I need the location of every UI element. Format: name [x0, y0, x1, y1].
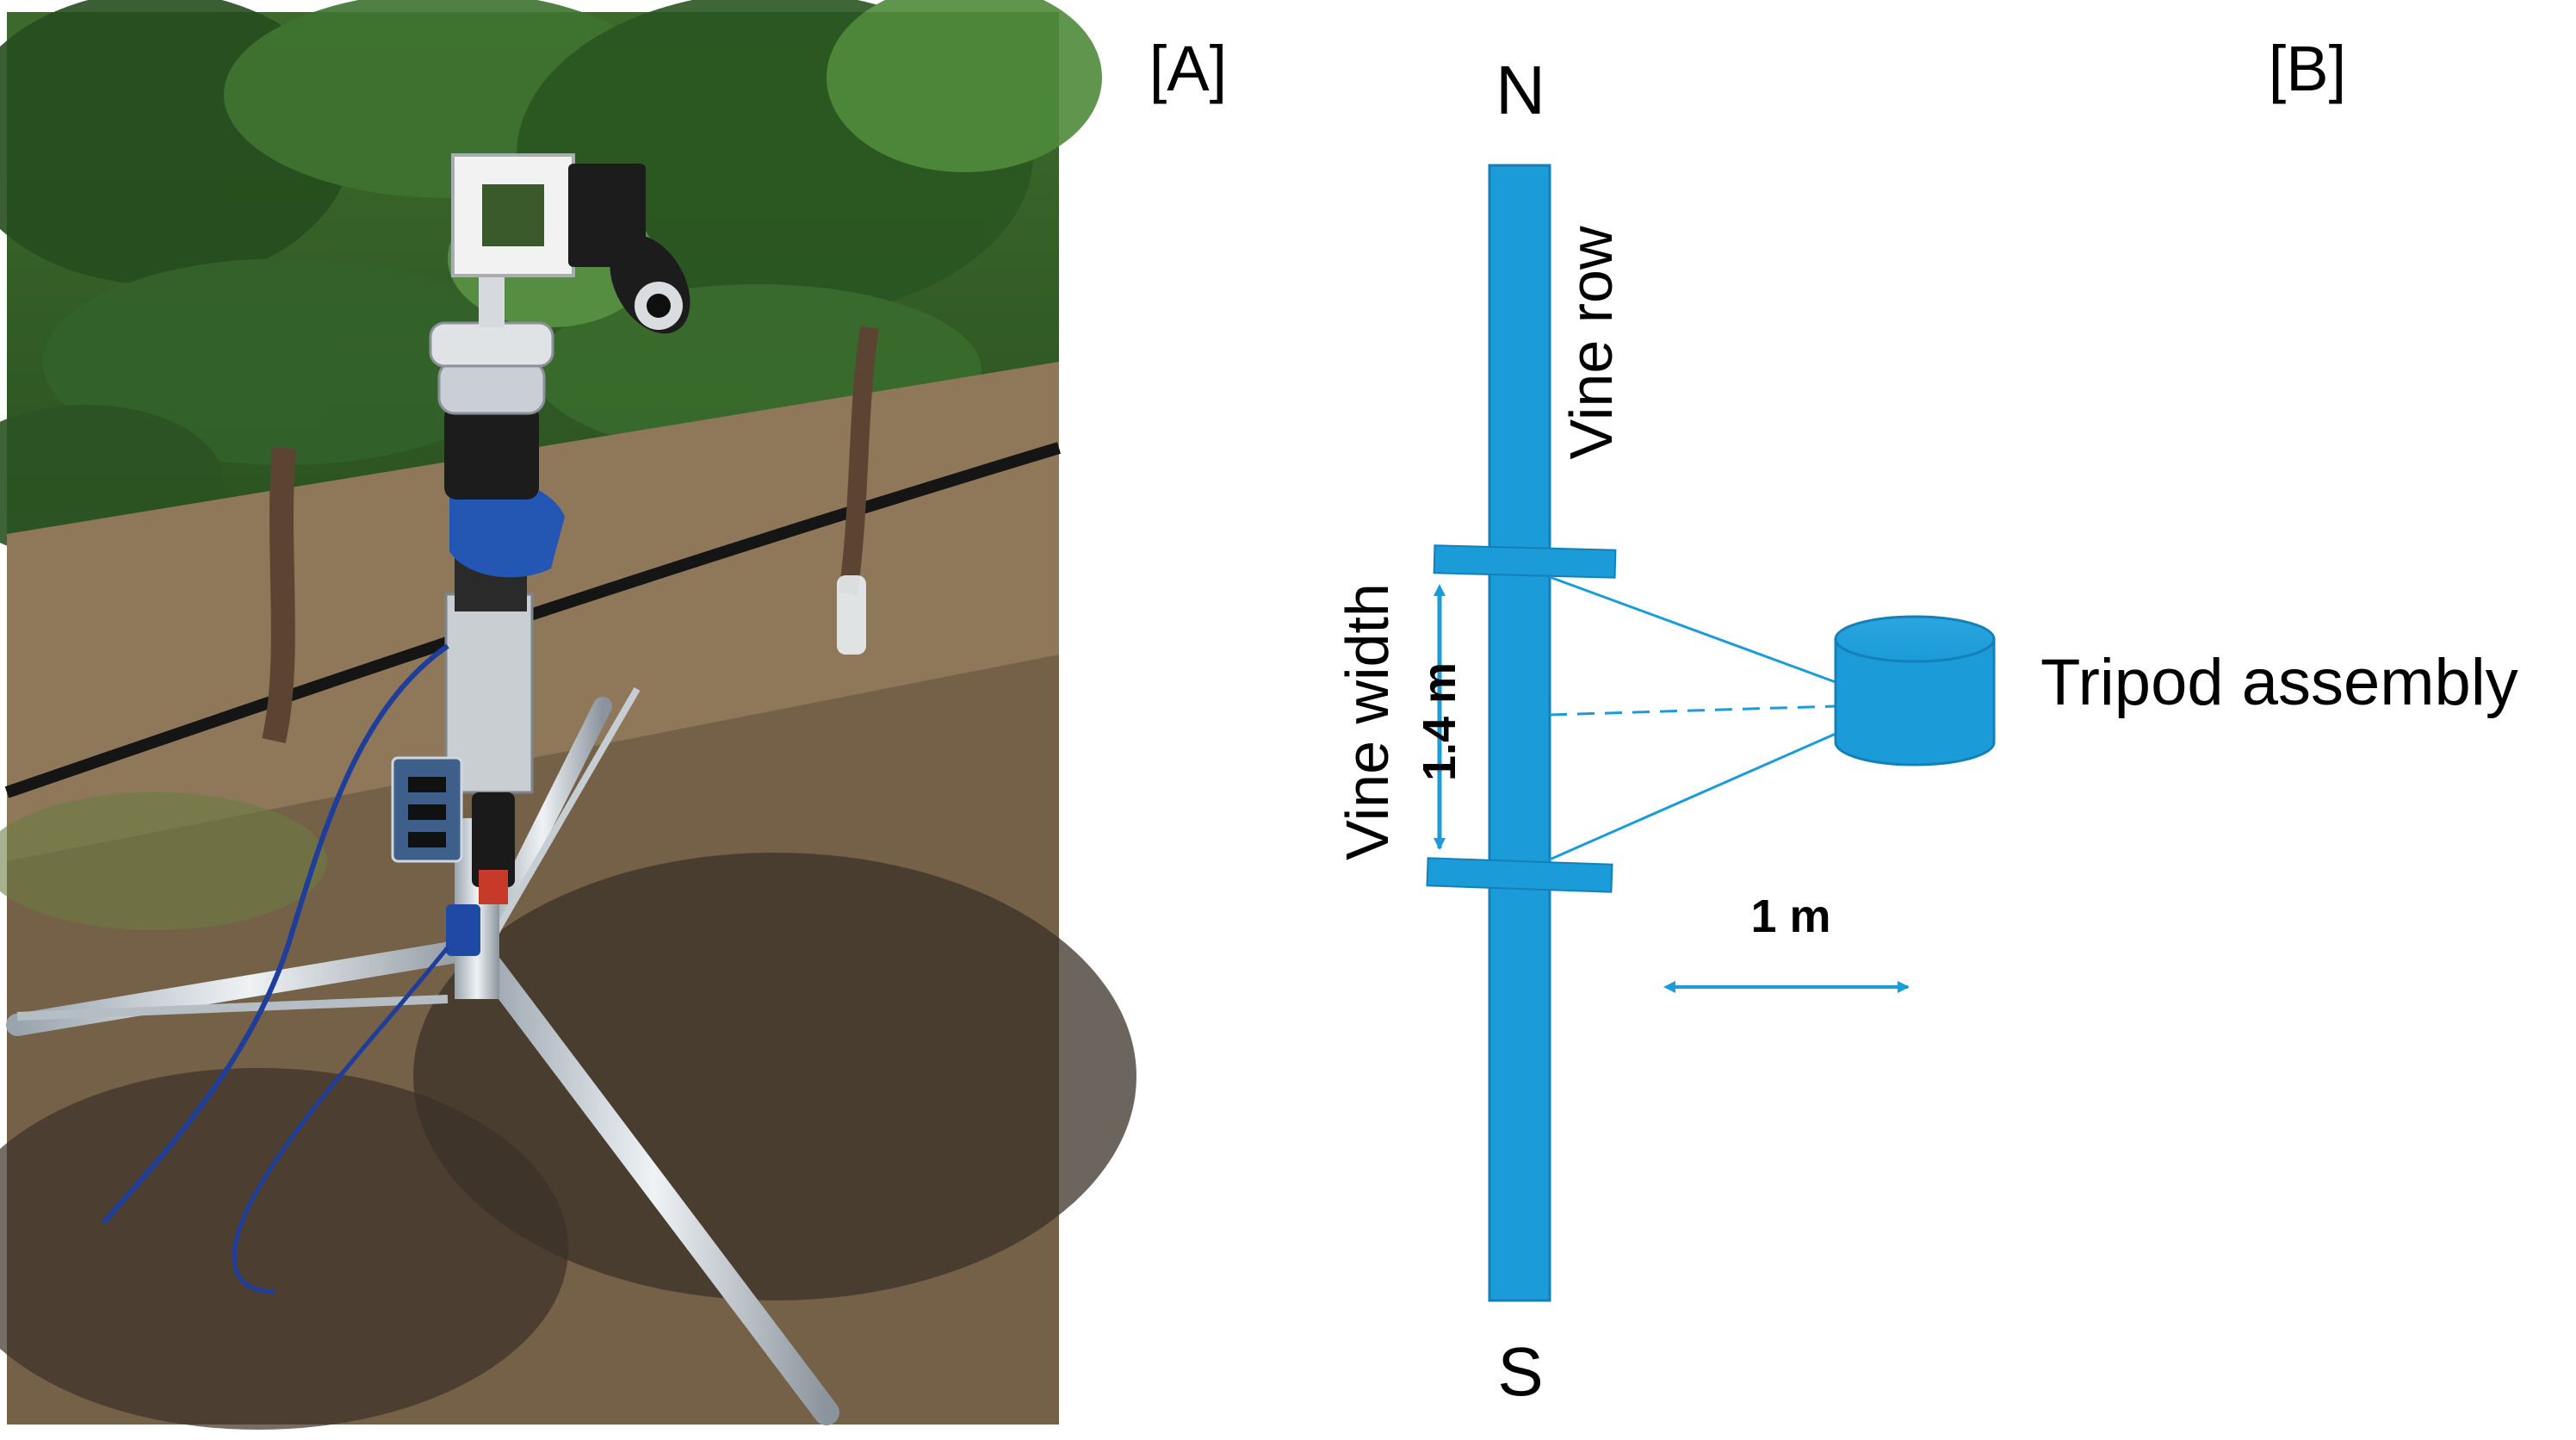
vine-width-label: Vine width	[1334, 583, 1401, 860]
ground	[0, 362, 1136, 1430]
control-box	[391, 756, 515, 956]
south-label: S	[1497, 1333, 1543, 1410]
vine-trunk	[262, 446, 296, 744]
sensor-cable	[232, 946, 449, 1294]
fov-line-center	[1549, 704, 1836, 717]
field-photo	[0, 0, 1136, 1430]
canopy-bottom-marker	[1426, 857, 1613, 893]
panel-a-label: [A]	[1149, 33, 1227, 104]
fov-line-upper	[1549, 575, 1836, 684]
tripod-cylinder	[1834, 615, 1996, 767]
sensor-column	[429, 153, 690, 794]
canopy-top-marker	[1433, 544, 1617, 579]
vine-row-label: Vine row	[1557, 226, 1625, 460]
schematic: N S Vine row Vine width 1.4 m Tripod ass…	[1334, 52, 2518, 1410]
north-label: N	[1495, 52, 1545, 128]
width-value: 1.4 m	[1414, 662, 1465, 781]
panel-b-label: [B]	[2269, 33, 2346, 104]
tripod-label: Tripod assembly	[2040, 646, 2518, 719]
vine-row-bar	[1488, 164, 1551, 1302]
vine-trunk	[839, 326, 879, 596]
water-bottle	[837, 575, 866, 655]
fov-line-lower	[1549, 732, 1836, 861]
distance-value: 1 m	[1750, 891, 1830, 942]
sensor-cable	[101, 643, 449, 1225]
